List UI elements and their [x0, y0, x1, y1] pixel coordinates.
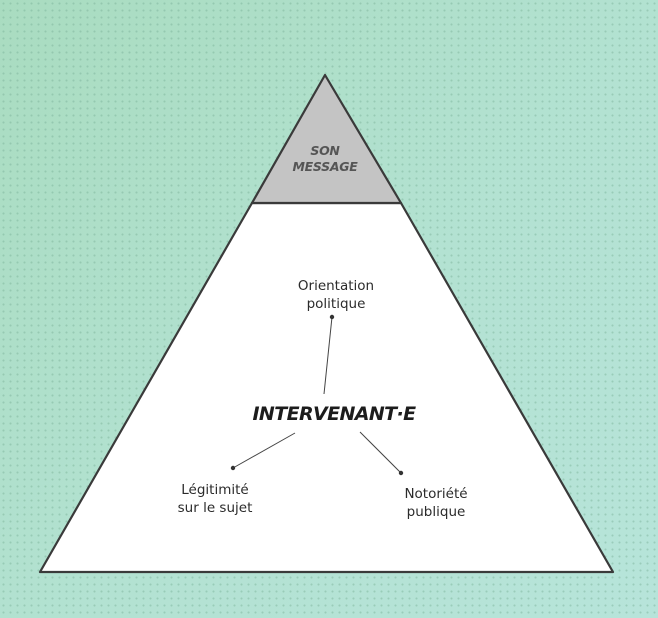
- connector-orientation: [323, 316, 333, 395]
- pyramid-apex: [250, 73, 403, 205]
- connector-notoriete: [359, 431, 402, 474]
- pyramid-body: [38, 201, 615, 574]
- label-notoriete-line1: Notoriété: [404, 486, 467, 502]
- connector-legitimite: [232, 432, 296, 469]
- label-orientation-line1: Orientation: [298, 278, 374, 294]
- label-notoriete-line2: publique: [407, 504, 466, 520]
- label-legitimite-line1: Légitimité: [181, 482, 248, 498]
- center-label: INTERVENANT·E: [252, 403, 416, 425]
- apex-label-line2: MESSAGE: [293, 159, 359, 174]
- label-orientation-line2: politique: [307, 296, 366, 312]
- connector-dot-notoriete: [398, 470, 404, 476]
- apex-label-line1: SON: [310, 143, 340, 158]
- connector-dot-legitimite: [230, 465, 236, 471]
- label-legitimite-line2: sur le sujet: [178, 500, 253, 516]
- connector-dot-orientation: [329, 314, 335, 320]
